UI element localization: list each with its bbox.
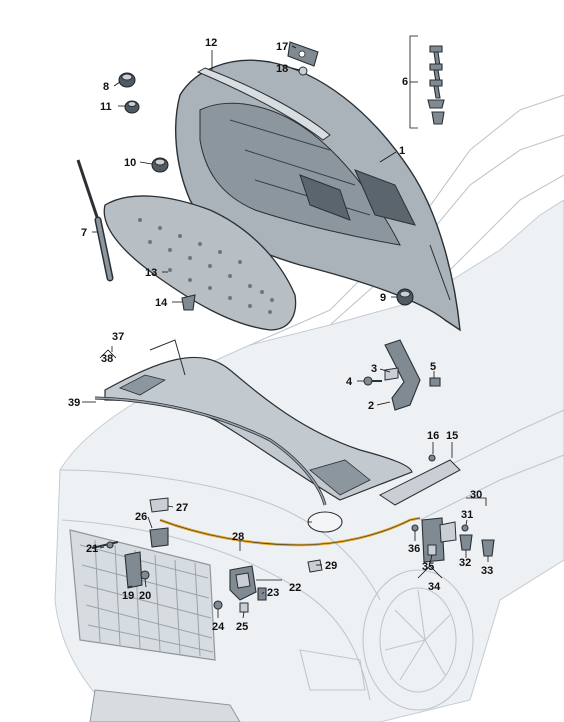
- callout-2: 2: [368, 400, 374, 412]
- lock-part-22: [229, 565, 257, 601]
- cover-part-38: [307, 511, 343, 533]
- callout-16: 16: [427, 430, 439, 442]
- callout-20: 20: [139, 590, 151, 602]
- clip-part-25: [239, 602, 249, 613]
- callout-8: 8: [103, 81, 109, 93]
- callout-9: 9: [380, 292, 386, 304]
- buffer-part-10: [151, 157, 169, 173]
- callout-14: 14: [155, 297, 168, 309]
- callout-22: 22: [289, 582, 301, 594]
- callout-31: 31: [461, 509, 473, 521]
- screw-part-36: [411, 524, 419, 532]
- clip-part-14: [181, 294, 196, 311]
- callout-25: 25: [236, 621, 248, 633]
- callout-30: 30: [470, 489, 482, 501]
- callout-36: 36: [408, 543, 420, 555]
- leader-lines: [82, 45, 489, 619]
- bolt-part-31: [461, 524, 469, 532]
- callout-labels: 1 2 3 4 5 6 7 8 9 10 11 12 13 14 15 16 1…: [68, 37, 493, 633]
- cable-end-part-21: [91, 541, 119, 549]
- callout-28: 28: [232, 531, 244, 543]
- front-grille: [69, 529, 241, 722]
- callout-27: 27: [176, 502, 188, 514]
- callout-17: 17: [276, 41, 288, 53]
- screw-part-33: [481, 539, 495, 557]
- callout-26: 26: [135, 511, 147, 523]
- callout-3: 3: [371, 363, 377, 375]
- screw-part-16: [428, 454, 436, 462]
- bracket-part-26: [149, 527, 169, 548]
- callout-35: 35: [422, 561, 434, 573]
- scuttle-seal-part-39: [94, 396, 327, 506]
- callout-12: 12: [205, 37, 217, 49]
- bracket-part-19: [124, 551, 143, 589]
- callout-1: 1: [399, 145, 405, 157]
- buffer-part-11: [124, 100, 140, 114]
- bracket-part-32: [459, 534, 473, 551]
- clip-part-20: [140, 570, 150, 580]
- grommet-part-29: [307, 559, 323, 573]
- gas-strut-part-7: [76, 159, 114, 282]
- insulation-mat-part-13: [103, 195, 297, 331]
- callout-33: 33: [481, 565, 493, 577]
- callout-15: 15: [446, 430, 458, 442]
- panel-part-15: [379, 459, 461, 506]
- callout-10: 10: [124, 157, 136, 169]
- buffer-part-9: [396, 288, 414, 306]
- callout-18: 18: [276, 63, 288, 75]
- bonnet-part-1: [174, 59, 461, 332]
- callout-39: 39: [68, 397, 80, 409]
- bonnet-seal-part-12: [196, 67, 331, 141]
- callout-5: 5: [430, 361, 436, 373]
- screw-part-24: [213, 600, 223, 610]
- clip-part-27: [149, 497, 169, 513]
- bump-stop-part-8: [118, 72, 136, 88]
- clip-part-18: [298, 66, 308, 76]
- hinge-bolt-part-3: [384, 367, 399, 381]
- hinge-part-2: [384, 339, 421, 411]
- callout-32: 32: [459, 557, 471, 569]
- callout-6: 6: [402, 76, 408, 88]
- callout-11: 11: [100, 101, 112, 113]
- callout-29: 29: [325, 560, 337, 572]
- bracket-part-17: [287, 41, 319, 67]
- callout-37: 37: [112, 331, 124, 343]
- callout-19: 19: [122, 590, 134, 602]
- callout-21: 21: [86, 543, 98, 555]
- clip-part-35: [427, 544, 437, 556]
- callout-38: 38: [101, 353, 113, 365]
- callout-4: 4: [346, 376, 353, 388]
- nut-part-5: [429, 377, 441, 387]
- callout-24: 24: [212, 621, 225, 633]
- callout-13: 13: [145, 267, 157, 279]
- callout-34: 34: [428, 581, 441, 593]
- callout-23: 23: [267, 587, 279, 599]
- callout-7: 7: [81, 227, 87, 239]
